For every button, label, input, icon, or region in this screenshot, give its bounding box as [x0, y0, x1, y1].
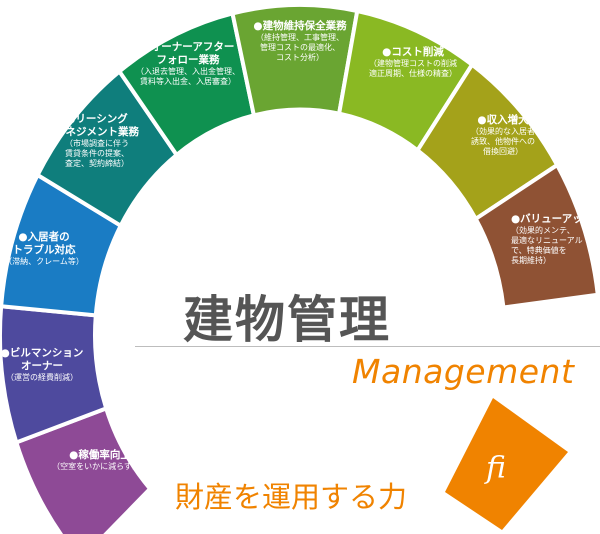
segment-title: オーナー: [20, 360, 63, 373]
segment-sub: 適正周期、仕様の精査）: [369, 69, 457, 79]
segment-title: ●オーナーアフター: [141, 41, 235, 53]
fi-logo-icon: fi: [484, 451, 506, 486]
segment-title: ●収入増大: [477, 114, 529, 126]
segment-title: ●ビルマンション: [0, 347, 84, 359]
segment-title: ●リーシング: [66, 113, 128, 125]
segment-title: ●稼働率向上: [69, 449, 131, 461]
english-subtitle: Management: [352, 352, 575, 391]
segment-title: ●入居者の: [18, 231, 70, 243]
segment-label-cost-reduction: ●コスト削減 （建物管理コストの削減 適正周期、仕様の精査）: [369, 46, 457, 79]
segment-title: トラブル対応: [12, 244, 76, 257]
segment-sub: （運営の経費削減）: [5, 373, 78, 383]
segment-label-maintenance: ●建物維持保全業務 （維持管理、工事管理、 管理コストの最適化、 コスト分析）: [253, 20, 346, 63]
segment-sub: 最適なリニューアル: [511, 236, 583, 246]
segment-sub: （建物管理コストの削減: [369, 59, 457, 69]
segment-sub: コスト分析）: [275, 53, 324, 63]
segment-title: ●建物維持保全業務: [253, 20, 347, 32]
main-title: 建物管理: [183, 290, 391, 349]
segment-sub: 長期維持）: [511, 256, 551, 266]
segment-label-leasing: ●リーシング マネジメント業務 （市場調査に伴う 賃貸条件の提案、 査定、契約締…: [55, 113, 139, 169]
segment-label-revenue: ●収入増大 （効果的な入居者 誘致、他物件への 借換回避）: [471, 114, 535, 157]
segment-sub: 賃料等入出金、入居審査）: [140, 77, 236, 87]
segment-sub: （入退去管理、入出金管理、: [136, 67, 240, 77]
segment-sub: （効果的な入居者: [471, 127, 535, 137]
segment-label-owner: ●ビルマンション オーナー （運営の経費削減）: [1, 347, 84, 383]
segment-sub: （滞納、クレーム等）: [4, 257, 84, 267]
segment-sub: （維持管理、工事管理、: [255, 33, 344, 43]
segment-sub: 借換回避）: [483, 147, 523, 157]
segment-label-value-up: ●バリューアップ （効果的メンテ、 最適なリニューアル で、特典価値を 長期維持…: [511, 213, 593, 266]
segment-title: マネジメント業務: [55, 126, 139, 139]
segment-sub: （市場調査に伴う: [65, 139, 129, 149]
segment-sub: 賃貸条件の提案、: [65, 149, 129, 159]
tagline: 財産を運用する力: [175, 480, 408, 514]
segment-sub: 管理コストの最適化、: [259, 43, 340, 53]
segment-sub: 誘致、他物件への: [471, 137, 535, 147]
divider: [135, 346, 600, 347]
orange-logo-segment: [445, 398, 568, 530]
segment-label-tenant: ●入居者の トラブル対応 （滞納、クレーム等）: [4, 231, 84, 267]
segment-sub: （効果的メンテ、: [511, 226, 575, 236]
segment-label-occupancy: ●稼働率向上 （空室をいかに減らすか）: [52, 449, 148, 472]
segment-sub: 査定、契約締結）: [65, 159, 129, 169]
segment-label-owner-followup: ●オーナーアフター フォロー業務 （入退去管理、入出金管理、 賃料等入出金、入居…: [136, 41, 240, 87]
segment-title: ●コスト削減: [382, 46, 444, 58]
segment-title: フォロー業務: [156, 54, 220, 67]
segment-sub: で、特典価値を: [511, 246, 567, 256]
ring-segment: [473, 162, 600, 310]
segment-sub: （空室をいかに減らすか）: [52, 462, 148, 472]
segment-title: ●バリューアップ: [511, 213, 594, 225]
